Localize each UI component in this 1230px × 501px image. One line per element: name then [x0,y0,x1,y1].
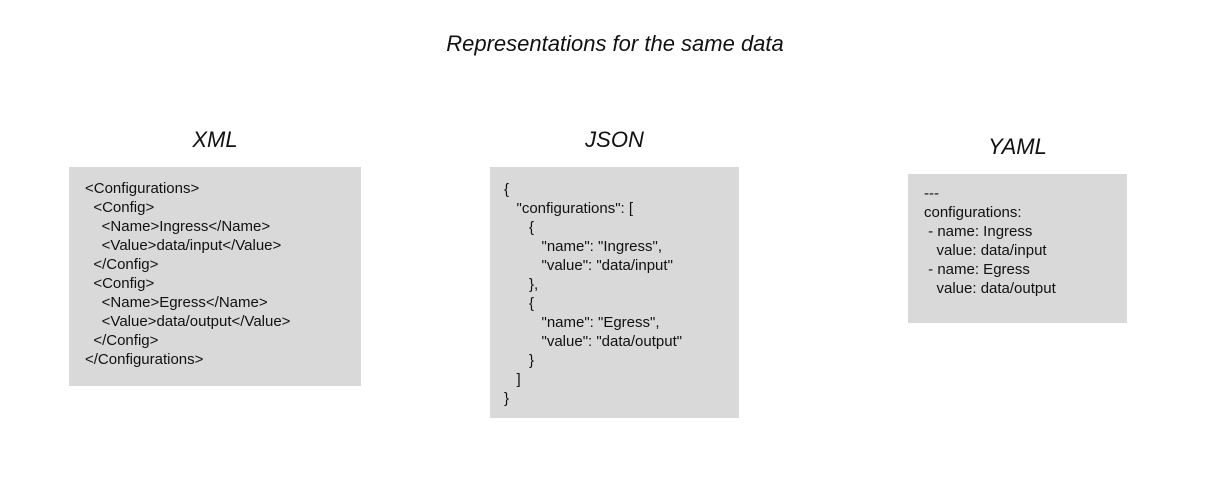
xml-code-line: </Config> [85,256,159,273]
json-code-line: } [504,352,535,369]
xml-code-line: <Configurations> [85,180,200,197]
xml-code-line: <Name>Ingress</Name> [85,218,271,235]
json-code-line: "value": "data/input" [504,257,673,274]
xml-heading: XML [192,127,238,152]
xml-code-line: </Config> [85,332,159,349]
yaml-code-line: - name: Ingress [924,223,1033,240]
yaml-heading: YAML [988,134,1047,159]
xml-code-line: <Value>data/output</Value> [85,313,291,330]
xml-code-line: <Config> [85,275,155,292]
json-code-line: "value": "data/output" [504,333,683,350]
xml-code-box: <Configurations> <Config> <Name>Ingress<… [69,167,361,386]
json-code-line: { [504,295,535,312]
json-code-line: { [504,219,535,236]
yaml-code-line: - name: Egress [924,261,1030,278]
yaml-code-line: --- [924,185,939,202]
yaml-code-box: --- configurations: - name: Ingress valu… [908,174,1127,323]
diagram-title: Representations for the same data [446,31,784,56]
json-code-line: ] [504,371,521,388]
xml-code-line: <Config> [85,199,155,216]
json-heading: JSON [585,127,644,152]
xml-code-line: <Name>Egress</Name> [85,294,268,311]
xml-code-line: </Configurations> [85,351,204,368]
json-code-line: } [504,390,510,407]
json-code-box: { "configurations": [ { "name": "Ingress… [490,167,739,418]
json-code-line: "configurations": [ [504,200,634,217]
json-code-line: { [504,181,510,198]
yaml-code-line: value: data/input [924,242,1047,259]
xml-code-line: <Value>data/input</Value> [85,237,282,254]
json-code-line: }, [504,276,539,293]
yaml-code-line: value: data/output [924,280,1056,297]
yaml-code-line: configurations: [924,204,1022,221]
json-code-line: "name": "Egress", [504,314,660,331]
json-code-line: "name": "Ingress", [504,238,663,255]
